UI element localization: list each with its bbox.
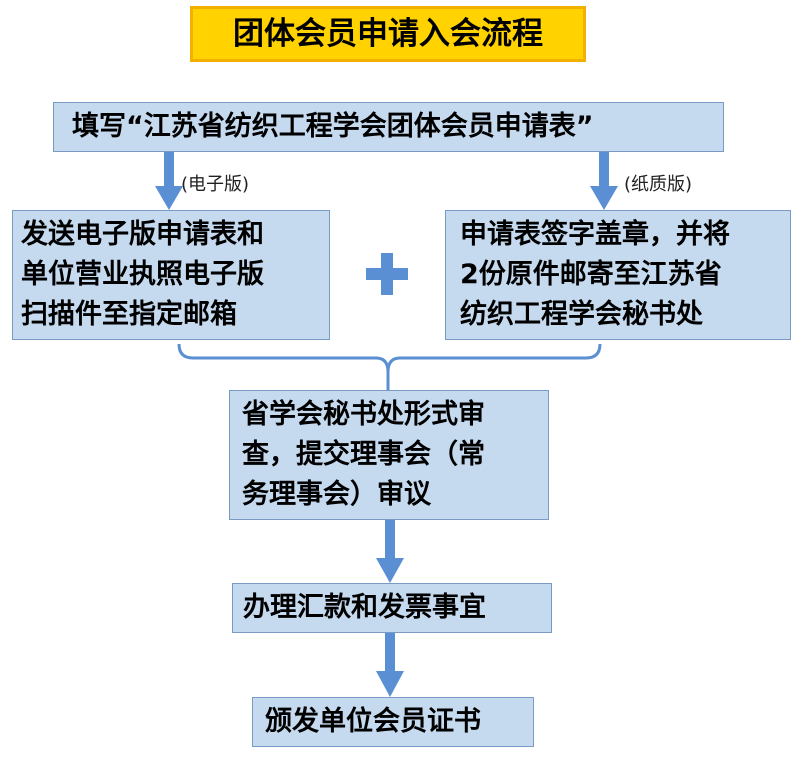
mail-paper-step: 申请表签字盖章，并将 2份原件邮寄至江苏省 纺织工程学会秘书处 xyxy=(445,210,791,340)
send-electronic-line-1: 发送电子版申请表和 xyxy=(21,219,264,250)
review-step: 省学会秘书处形式审 查，提交理事会（常 务理事会）审议 xyxy=(229,390,549,520)
send-electronic-line-2: 单位营业执照电子版 xyxy=(21,259,264,290)
review-line-2: 查，提交理事会（常 xyxy=(242,439,485,470)
arrow-down-icon xyxy=(376,633,404,697)
send-electronic-step: 发送电子版申请表和 单位营业执照电子版 扫描件至指定邮箱 xyxy=(12,210,330,340)
mail-paper-line-2: 2份原件邮寄至江苏省 xyxy=(460,259,722,290)
fill-form-step: 填写“江苏省纺织工程学会团体会员申请表” xyxy=(53,102,724,152)
electronic-version-label: (电子版) xyxy=(181,174,250,195)
arrow-down-icon xyxy=(590,152,618,210)
plus-icon xyxy=(366,253,408,295)
payment-step: 办理汇款和发票事宜 xyxy=(232,583,552,633)
review-line-1: 省学会秘书处形式审 xyxy=(242,399,485,430)
mail-paper-line-1: 申请表签字盖章，并将 xyxy=(460,219,730,250)
arrow-down-icon xyxy=(155,152,183,210)
certificate-step: 颁发单位会员证书 xyxy=(252,697,534,747)
bracket-connector xyxy=(177,343,602,390)
arrow-down-icon xyxy=(376,520,404,583)
review-line-3: 务理事会）审议 xyxy=(242,479,431,510)
send-electronic-line-3: 扫描件至指定邮箱 xyxy=(21,299,237,330)
page-title: 团体会员申请入会流程 xyxy=(190,6,586,62)
paper-version-label: (纸质版) xyxy=(624,174,693,195)
mail-paper-line-3: 纺织工程学会秘书处 xyxy=(460,299,703,330)
